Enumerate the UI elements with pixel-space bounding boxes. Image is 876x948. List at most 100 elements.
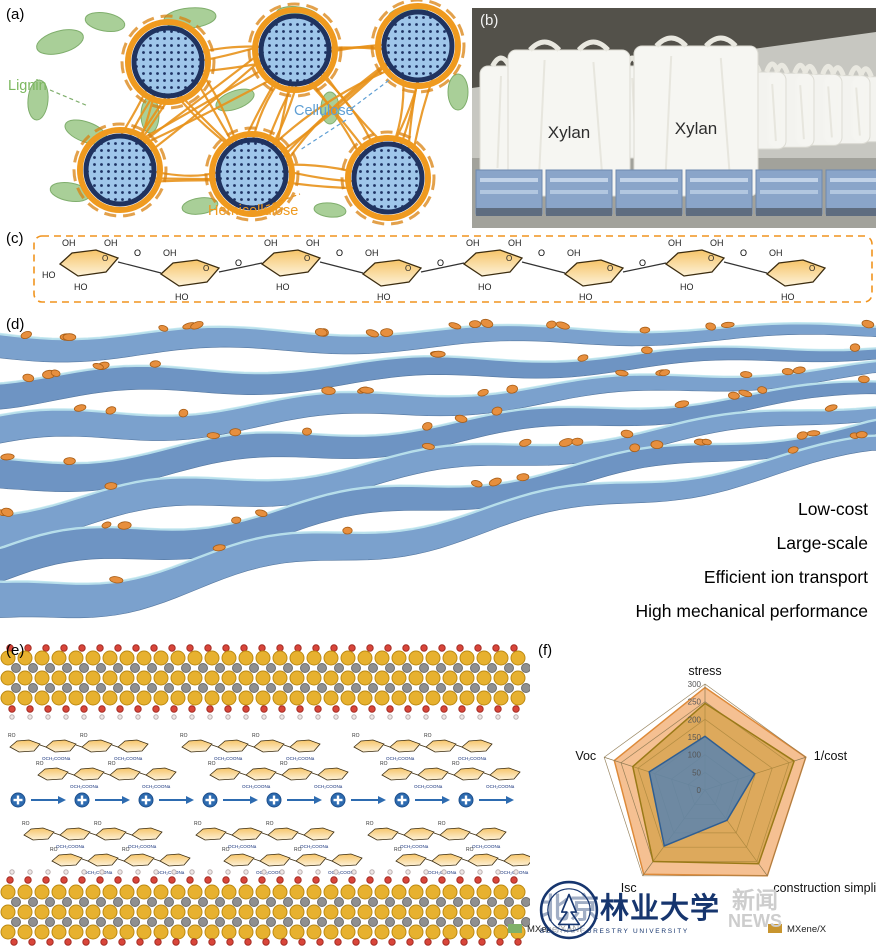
svg-text:OH: OH [710,238,724,248]
svg-text:OCH₂COONa: OCH₂COONa [300,844,329,849]
svg-text:OCH₂COONa: OCH₂COONa [486,784,515,789]
panel-a-label: (a) [6,6,25,23]
svg-text:HO: HO [781,292,795,302]
feature-low-cost: Low-cost [797,499,868,519]
svg-text:OCH₂COONa: OCH₂COONa [242,784,271,789]
svg-text:RO: RO [280,761,288,767]
svg-text:OCH₂COONa: OCH₂COONa [70,784,99,789]
svg-text:HO: HO [74,282,88,292]
svg-text:O: O [607,264,613,273]
svg-text:RO: RO [424,733,432,739]
svg-text:Isc: Isc [621,881,637,895]
svg-text:RO: RO [438,821,446,827]
svg-text:150: 150 [688,733,702,742]
panel-b-label: (b) [480,12,499,29]
university-seal-icon [539,880,599,940]
panel-d-label: (d) [6,316,25,333]
svg-text:MXene/X: MXene/X [787,924,827,935]
svg-text:O: O [203,264,209,273]
svg-text:OH: OH [104,238,118,248]
svg-text:RO: RO [94,821,102,827]
feature-large-scale: Large-scale [776,533,868,553]
svg-text:OH: OH [466,238,480,248]
svg-text:RO: RO [8,733,16,739]
svg-text:OH: OH [62,238,76,248]
watermark: 北京林业大学 BEIJING FORESTRY UNIVERSITY 新闻 NE… [538,872,876,948]
svg-text:OH: OH [567,248,581,258]
lignin-annotation: Lignin [8,78,47,94]
svg-text:RO: RO [36,761,44,767]
svg-text:OCH₂COONa: OCH₂COONa [386,756,415,761]
feature-mechanical: High mechanical performance [635,601,868,621]
cellulose-annotation: Cellulose [294,103,354,119]
hemicellulose-annotation: Hemicellulose [208,203,299,219]
svg-text:300: 300 [688,680,702,689]
svg-text:OCH₂COONa: OCH₂COONa [458,756,487,761]
svg-text:RO: RO [380,761,388,767]
svg-text:OCH₂COONa: OCH₂COONa [328,870,357,875]
svg-text:RO: RO [80,733,88,739]
svg-text:OCH₂COONa: OCH₂COONa [114,756,143,761]
svg-text:HO: HO [478,282,492,292]
svg-text:OH: OH [306,238,320,248]
svg-text:O: O [405,264,411,273]
svg-text:OCH₂COONa: OCH₂COONa [472,844,501,849]
panel-c-label: (c) [6,230,24,247]
svg-text:O: O [639,258,646,268]
svg-text:RO: RO [452,761,460,767]
svg-text:O: O [102,254,108,263]
svg-text:O: O [336,248,343,258]
svg-text:OCH₂COONa: OCH₂COONa [256,870,285,875]
svg-text:construction simplicity: construction simplicity [773,881,876,895]
bag-label-right: Xylan [675,119,718,138]
svg-text:HO: HO [175,292,189,302]
svg-text:50: 50 [692,768,701,777]
svg-text:200: 200 [688,715,702,724]
svg-text:OCH₂COONa: OCH₂COONa [214,756,243,761]
svg-text:RO: RO [180,733,188,739]
panel-d-mxene-film-illustration [0,318,876,619]
bag-label-left: Xylan [548,123,591,142]
svg-text:OCH₂COONa: OCH₂COONa [142,784,171,789]
svg-text:OCH₂COONa: OCH₂COONa [414,784,443,789]
svg-text:O: O [134,248,141,258]
svg-text:RO: RO [294,847,302,853]
panel-e-label: (e) [6,642,25,659]
university-name-en: BEIJING FORESTRY UNIVERSITY [540,928,689,935]
svg-text:RO: RO [352,733,360,739]
svg-text:stress: stress [688,664,721,678]
panel-b-xylan-bags-photo: Xylan Xylan [472,8,876,228]
svg-text:RO: RO [108,761,116,767]
svg-text:O: O [235,258,242,268]
svg-text:OCH₂COONa: OCH₂COONa [56,844,85,849]
svg-text:0: 0 [697,786,702,795]
feature-ion-transport: Efficient ion transport [703,567,868,587]
svg-text:OCH₂COONa: OCH₂COONa [314,784,343,789]
svg-text:HO: HO [42,270,56,280]
svg-text:HO: HO [377,292,391,302]
svg-text:O: O [708,254,714,263]
svg-text:RO: RO [466,847,474,853]
panel-f-label: (f) [538,642,553,659]
svg-text:HO: HO [276,282,290,292]
svg-text:O: O [809,264,815,273]
panel-f-radar-chart: 050100150200250300stress1/costconstructi… [508,664,876,935]
svg-text:OCH₂COONa: OCH₂COONa [286,756,315,761]
svg-text:RO: RO [366,821,374,827]
svg-text:OH: OH [365,248,379,258]
svg-text:RO: RO [122,847,130,853]
panel-a-lignocellulose-illustration [27,0,469,226]
svg-text:RO: RO [22,821,30,827]
panel-d-feature-list: Low-cost Large-scale Efficient ion trans… [636,492,868,628]
svg-text:O: O [740,248,747,258]
svg-text:RO: RO [208,761,216,767]
svg-text:OH: OH [508,238,522,248]
panel-e-mxene-xylan-molecular-schematic: ROOCH₂COONaROOCH₂COONaROOCH₂COONaROOCH₂C… [0,644,530,946]
svg-text:OH: OH [264,238,278,248]
news-label-en: NEWS [728,911,783,932]
svg-text:OCH₂COONa: OCH₂COONa [400,844,429,849]
svg-text:RO: RO [194,821,202,827]
svg-text:OH: OH [163,248,177,258]
